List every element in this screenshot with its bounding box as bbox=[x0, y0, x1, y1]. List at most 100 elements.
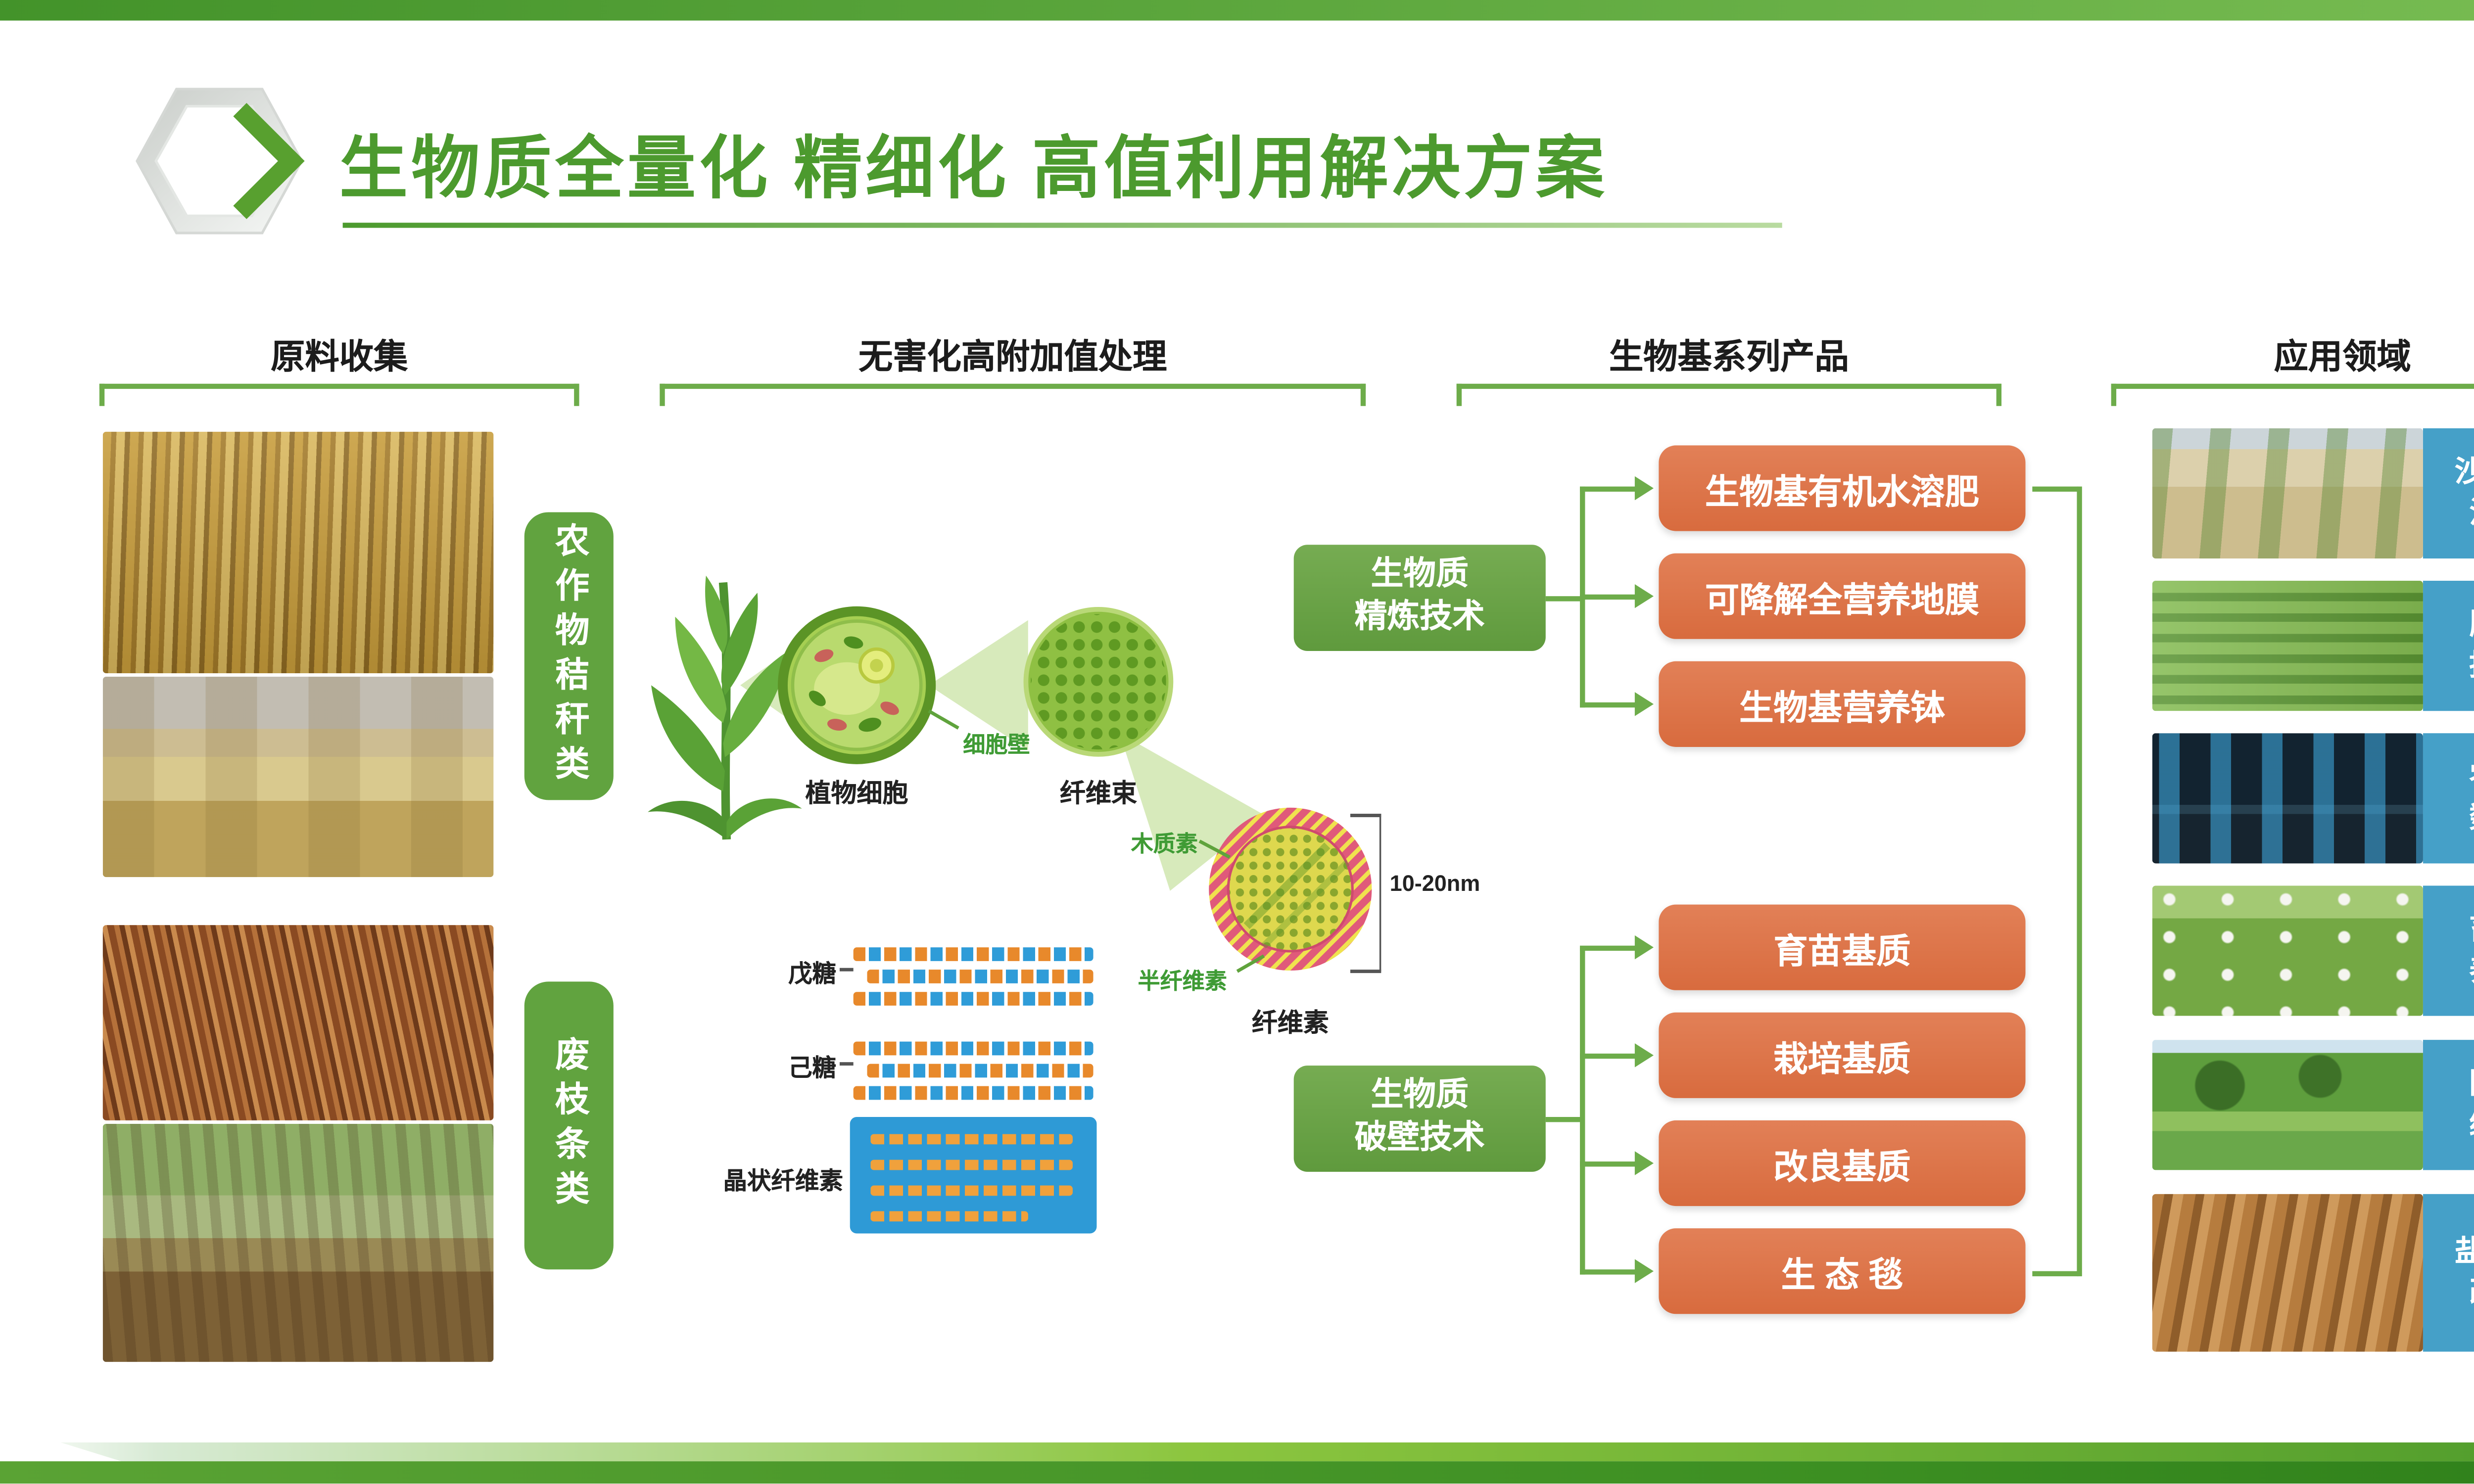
label-fiber-bundle: 纤维束 bbox=[1059, 779, 1137, 809]
crystalline-cellulose-diagram bbox=[850, 1117, 1097, 1234]
label-crystalline-cellulose: 晶状纤维素 bbox=[723, 1166, 843, 1194]
sugar-chain-row bbox=[853, 992, 1094, 1006]
label-crop-straw: 农作物秸秆类 bbox=[524, 512, 614, 800]
footer-stripe-dark bbox=[0, 1461, 2474, 1484]
arrow-icon bbox=[1634, 476, 1654, 501]
photo-waste-branches bbox=[102, 925, 494, 1120]
label-waste-branches: 废枝条类 bbox=[524, 981, 614, 1270]
products-bracket-top bbox=[2032, 485, 2079, 491]
photo-crop-field bbox=[102, 431, 494, 674]
products-bracket bbox=[2077, 486, 2082, 1277]
cellulose-chain-row bbox=[870, 1159, 1073, 1170]
product-water-soluble-fertilizer: 生物基有机水溶肥 bbox=[1659, 445, 2026, 531]
tech-refine-line2: 精炼技术 bbox=[1354, 600, 1485, 636]
app-label-desertification: 沙漠化 治理 bbox=[2423, 428, 2474, 559]
header-applications: 应用领域 bbox=[2274, 339, 2411, 377]
bracket-raw-material bbox=[99, 383, 579, 410]
hexagon-icon bbox=[136, 88, 305, 234]
cellulose-chain-row bbox=[870, 1211, 1028, 1222]
sugar-chain-row bbox=[867, 1064, 1094, 1078]
product-seedling-substrate: 育苗基质 bbox=[1659, 904, 2026, 990]
connector bbox=[1580, 485, 1638, 491]
pentose-tick bbox=[839, 968, 854, 971]
app-label-line: 治理 bbox=[2469, 493, 2474, 534]
label-cell-wall: 细胞壁 bbox=[963, 731, 1030, 757]
app-label-landscaping: 园林 绿化 bbox=[2423, 1040, 2474, 1170]
app-label-line: 数据 bbox=[2469, 798, 2474, 839]
label-cellulose: 纤维素 bbox=[1251, 1009, 1329, 1038]
photo-desert-control bbox=[2152, 428, 2423, 559]
fiber-bundle-illustration bbox=[1023, 606, 1174, 757]
photo-livestock bbox=[2152, 885, 2423, 1016]
connector bbox=[1580, 701, 1638, 707]
app-label-line: 盐碱地 bbox=[2455, 1232, 2474, 1273]
app-label-line: 肥力 bbox=[2469, 605, 2474, 646]
bracket-applications bbox=[2111, 383, 2474, 410]
app-label-fertility: 肥力 提升 bbox=[2423, 581, 2474, 711]
label-scale: 10-20nm bbox=[1389, 870, 1480, 896]
product-cultivation-substrate: 栽培基质 bbox=[1659, 1012, 2026, 1098]
product-improvement-substrate: 改良基质 bbox=[1659, 1120, 2026, 1206]
sugar-chain-row bbox=[853, 1086, 1094, 1100]
label-pentose: 戊糖 bbox=[788, 959, 837, 987]
bracket-processing bbox=[660, 383, 1366, 410]
label-hexose: 己糖 bbox=[788, 1053, 837, 1081]
tech-refine-line1: 生物质 bbox=[1371, 557, 1469, 594]
product-degradable-mulch-film: 可降解全营养地膜 bbox=[1659, 553, 2026, 639]
connector bbox=[1580, 1160, 1638, 1166]
connector bbox=[1580, 947, 1585, 1275]
app-label-line: 养殖 bbox=[2469, 951, 2474, 991]
app-label-line: 畜牧 bbox=[2469, 910, 2474, 951]
app-label-line: 改良 bbox=[2469, 1273, 2474, 1313]
product-nutrient-bowl: 生物基营养钵 bbox=[1659, 661, 2026, 747]
plant-illustration bbox=[648, 575, 802, 840]
arrow-icon bbox=[1634, 584, 1654, 608]
connector bbox=[1580, 593, 1638, 599]
plant-cell-illustration bbox=[778, 606, 936, 764]
top-accent-bar bbox=[0, 0, 2474, 21]
arrow-icon bbox=[1634, 692, 1654, 716]
measure-line bbox=[1379, 814, 1381, 972]
app-label-line: 绿化 bbox=[2469, 1105, 2474, 1146]
products-bracket-bottom bbox=[2032, 1271, 2079, 1277]
footer-stripe-light bbox=[60, 1442, 2474, 1462]
cellulose-chain-row bbox=[870, 1134, 1073, 1145]
tech-box-wall-breaking: 生物质 破壁技术 bbox=[1293, 1066, 1546, 1172]
page-title: 生物质全量化 精细化 高值利用解决方案 bbox=[339, 132, 1608, 208]
photo-fertility-field bbox=[2152, 581, 2423, 711]
label-plant-cell: 植物细胞 bbox=[805, 779, 908, 809]
bracket-products bbox=[1456, 383, 2002, 410]
app-label-line: 农业 bbox=[2469, 757, 2474, 798]
header-products: 生物基系列产品 bbox=[1609, 339, 1849, 377]
connector bbox=[1545, 1116, 1583, 1121]
app-label-livestock: 畜牧 养殖 bbox=[2423, 885, 2474, 1016]
measure-tick-top bbox=[1350, 814, 1381, 817]
sugar-chain-row bbox=[853, 1041, 1094, 1056]
measure-tick-bottom bbox=[1350, 970, 1381, 973]
arrow-icon bbox=[1634, 1259, 1654, 1283]
sugar-chain-row bbox=[867, 970, 1094, 983]
tech-break-line2: 破壁技术 bbox=[1354, 1120, 1485, 1157]
chevron-icon bbox=[233, 103, 305, 219]
header-raw-material: 原料收集 bbox=[271, 339, 408, 377]
sugar-chain-row bbox=[853, 947, 1094, 961]
cellulose-cross-section bbox=[1209, 807, 1372, 971]
label-hemicellulose: 半纤维素 bbox=[1138, 968, 1227, 994]
connector bbox=[1580, 1053, 1638, 1058]
arrow-icon bbox=[1634, 1151, 1654, 1175]
connector bbox=[1580, 944, 1638, 950]
photo-landscaping bbox=[2152, 1040, 2423, 1170]
header-processing: 无害化高附加值处理 bbox=[858, 339, 1167, 377]
tech-box-refining: 生物质 精炼技术 bbox=[1293, 545, 1546, 651]
photo-straw-bales bbox=[102, 676, 494, 878]
arrow-icon bbox=[1634, 1043, 1654, 1067]
title-underline bbox=[342, 223, 1782, 228]
photo-saline-soil bbox=[2152, 1194, 2423, 1352]
connector bbox=[1545, 595, 1583, 601]
product-eco-blanket: 生 态 毯 bbox=[1659, 1228, 2026, 1314]
connector bbox=[1580, 1268, 1638, 1274]
cellulose-chain-row bbox=[870, 1185, 1073, 1196]
hexose-tick bbox=[839, 1062, 854, 1065]
app-label-line: 提升 bbox=[2469, 646, 2474, 687]
